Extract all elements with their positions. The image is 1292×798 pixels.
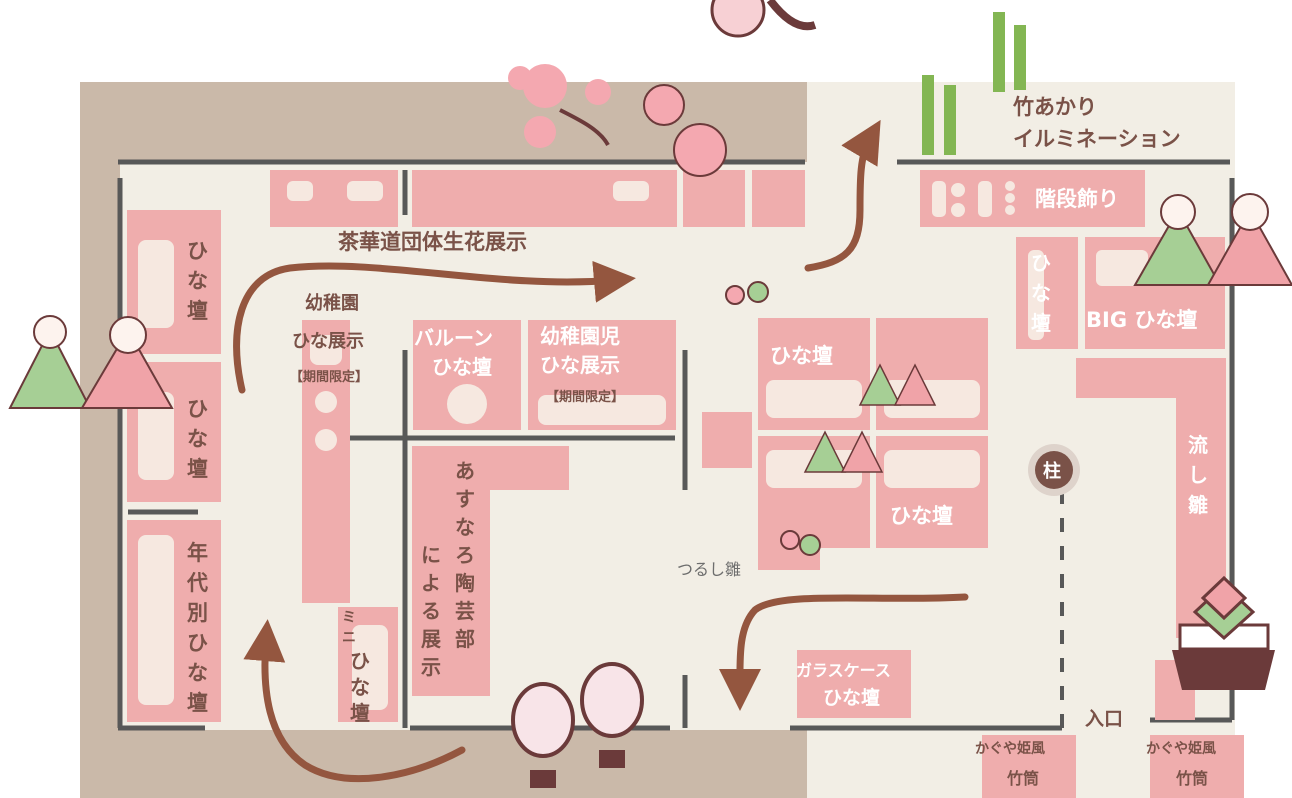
svg-text:ひ: ひ: [187, 397, 208, 421]
label-big: BIG ひな壇: [1086, 308, 1197, 332]
pillar-icon: [1035, 451, 1073, 489]
svg-text:示: 示: [421, 655, 441, 679]
svg-text:ひ: ひ: [187, 631, 208, 655]
label-hina-left-2: ひ な 壇: [187, 397, 208, 481]
kagami-mochi-icon: [1172, 575, 1275, 690]
label-kaguya-1a: かぐや姫風: [975, 740, 1045, 757]
tsurushi-ornament-icon: [725, 281, 821, 556]
label-tsurushi: つるし雛: [677, 560, 741, 579]
label-hina-center-1: ひな壇: [770, 344, 833, 368]
booth-kindergarten: [302, 320, 350, 603]
labels: 竹あかり イルミネーション 茶華道団体生花展示 階段飾り ひ な 壇 ひ な 壇…: [186, 95, 1216, 788]
label-nagashi: 流 し 雛: [1188, 433, 1208, 517]
label-mini: ミ ニ ひ な 壇: [342, 610, 370, 725]
svg-text:流: 流: [1188, 433, 1208, 457]
label-kindergarten-3: 【期間限定】: [290, 369, 368, 385]
label-tea-flower: 茶華道団体生花展示: [338, 230, 527, 254]
svg-text:ひ: ひ: [350, 649, 370, 673]
svg-text:雛: 雛: [1188, 493, 1208, 517]
left-hina-dolls-icon: [8, 315, 174, 409]
booth-kaguya-1: [982, 735, 1076, 798]
svg-text:な: な: [350, 675, 370, 699]
booth-inner-panels: [138, 181, 1148, 710]
flow-arrow-2: [233, 260, 636, 394]
svg-text:す: す: [455, 487, 475, 511]
label-balloon-1: バルーン: [414, 326, 493, 350]
booths: [127, 170, 1244, 798]
label-bamboo-2: イルミネーション: [1013, 127, 1181, 151]
flow-arrow-4: [718, 593, 969, 711]
label-glass-case-2: ひな壇: [823, 686, 880, 709]
plum-blossom-icon: [643, 84, 727, 177]
svg-text:し: し: [1188, 463, 1208, 487]
label-kids-3: 【期間限定】: [546, 389, 624, 405]
label-balloon-2: ひな壇: [432, 355, 492, 379]
svg-text:壇: 壇: [187, 691, 208, 715]
svg-text:な: な: [187, 427, 208, 451]
booth-flower-4: [752, 170, 805, 227]
booth-kaguya-2: [1150, 735, 1244, 798]
label-kaguya-2b: 竹筒: [1175, 769, 1208, 788]
svg-text:陶: 陶: [455, 571, 475, 595]
svg-text:壇: 壇: [187, 299, 208, 323]
label-bamboo-1: 竹あかり: [1012, 95, 1097, 119]
svg-text:芸: 芸: [455, 599, 475, 623]
svg-text:な: な: [187, 661, 208, 685]
svg-text:ニ: ニ: [342, 630, 356, 646]
label-nendai: 年 代 別 ひ な 壇: [186, 541, 208, 715]
lantern-icon: [511, 662, 644, 788]
booth-tsurushi-1: [702, 412, 752, 468]
label-hina-center-2: ひな壇: [890, 504, 953, 528]
svg-text:ろ: ろ: [455, 543, 475, 567]
svg-text:展: 展: [421, 627, 441, 651]
label-pillar: 柱: [1043, 460, 1061, 482]
booth-glass-case: [797, 650, 911, 718]
booth-flower-3: [683, 170, 745, 227]
label-kids-2: ひな展示: [540, 353, 620, 377]
svg-text:ひ: ひ: [187, 239, 208, 263]
booth-hina-right: [1016, 237, 1078, 349]
cherry-blossom-icon: [508, 64, 611, 148]
svg-text:あ: あ: [455, 459, 475, 483]
label-kindergarten-1: 幼稚園: [305, 292, 359, 314]
label-kindergarten-2: ひな展示: [292, 331, 364, 352]
label-asunaro-col2: に よ る 展 示: [421, 543, 441, 679]
svg-text:部: 部: [455, 627, 475, 651]
svg-text:ミ: ミ: [342, 610, 356, 626]
label-asunaro-col1: あ す な ろ 陶 芸 部: [455, 459, 475, 651]
svg-text:別: 別: [187, 601, 208, 625]
svg-text:代: 代: [186, 571, 208, 595]
svg-text:な: な: [1031, 281, 1051, 305]
small-hina-dolls-icon: [803, 363, 937, 473]
label-entrance: 入口: [1085, 708, 1123, 730]
bamboo-icon: [922, 12, 1026, 155]
flow-arrow-3: [804, 119, 881, 272]
svg-text:る: る: [421, 599, 441, 623]
label-kids-1: 幼稚園児: [540, 324, 620, 348]
svg-text:壇: 壇: [187, 457, 208, 481]
svg-text:な: な: [455, 515, 475, 539]
svg-text:年: 年: [187, 541, 208, 565]
svg-text:壇: 壇: [350, 701, 370, 725]
label-glass-case-1: ガラスケース: [796, 661, 891, 680]
flow-arrow-1: [243, 619, 466, 783]
svg-text:ひ: ひ: [1031, 251, 1051, 275]
label-staircase: 階段飾り: [1035, 187, 1119, 211]
label-kaguya-2a: かぐや姫風: [1146, 740, 1216, 757]
booth-staircase: [920, 170, 1145, 227]
svg-text:壇: 壇: [1031, 311, 1051, 335]
flow-arrows: [233, 119, 969, 783]
label-hina-left-1: ひ な 壇: [187, 239, 208, 323]
svg-text:よ: よ: [421, 571, 441, 595]
label-hina-right: ひ な 壇: [1031, 251, 1051, 335]
top-decoration-icon: [710, 0, 817, 38]
svg-text:に: に: [421, 543, 441, 567]
svg-text:な: な: [187, 269, 208, 293]
booth-asunaro-top: [412, 446, 569, 490]
right-hina-dolls-icon: [1133, 193, 1292, 286]
label-kaguya-1b: 竹筒: [1006, 769, 1039, 788]
